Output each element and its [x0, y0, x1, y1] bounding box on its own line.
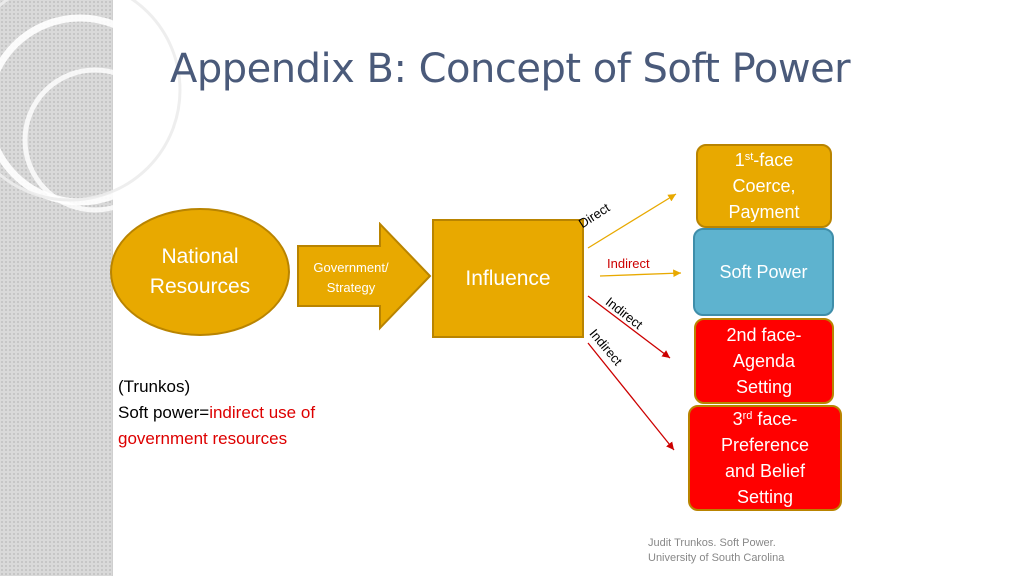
third-face-line4: Setting — [736, 487, 794, 507]
national-resources-line1: National — [161, 245, 239, 268]
first-face-node: 1st-face Coerce, Payment — [696, 144, 832, 228]
first-face-num: 1 — [734, 150, 745, 170]
indirect-third-arrow — [587, 342, 675, 451]
second-face-line2: Agenda — [732, 351, 796, 371]
decorative-rings — [0, 0, 182, 213]
first-face-line3: Payment — [728, 202, 800, 222]
third-face-line3: and Belief — [724, 461, 806, 481]
third-face-num: 3 — [732, 409, 743, 429]
third-face-rest: face- — [752, 409, 798, 429]
footer-line1: Judit Trunkos. Soft Power. — [648, 537, 776, 549]
first-face-sup: st — [744, 151, 754, 163]
government-strategy-label: Government/ Strategy — [300, 258, 402, 298]
footer-line2: University of South Carolina — [648, 552, 785, 564]
slide-title: Appendix B: Concept of Soft Power — [170, 46, 851, 92]
direct-arrow — [587, 193, 677, 249]
third-face-line2: Preference — [720, 435, 810, 455]
third-face-node: 3rd face- Preference and Belief Setting — [688, 405, 842, 511]
national-resources-node: National Resources — [110, 208, 290, 336]
soft-power-node: Soft Power — [693, 228, 834, 316]
first-face-line2: Coerce, — [732, 176, 796, 196]
note-prefix: Soft power= — [118, 403, 210, 422]
note-source: (Trunkos) — [118, 377, 191, 396]
second-face-line1: 2nd face- — [726, 325, 802, 345]
third-face-sup: rd — [742, 410, 753, 422]
influence-node: Influence — [432, 219, 584, 338]
decorative-sidebar — [0, 0, 113, 576]
definition-note: (Trunkos) Soft power=indirect use of gov… — [118, 374, 378, 452]
channel-line2: Strategy — [326, 280, 376, 295]
government-strategy-arrow — [297, 222, 432, 331]
second-face-line3: Setting — [735, 377, 793, 397]
indirect-soft-arrow — [599, 269, 682, 278]
first-face-rest: -face — [753, 150, 794, 170]
national-resources-line2: Resources — [149, 275, 251, 298]
second-face-node: 2nd face- Agenda Setting — [694, 318, 834, 404]
channel-line1: Government/ — [313, 260, 389, 275]
note-highlight: indirect use of government resources — [118, 403, 316, 448]
indirect-second-arrow — [587, 295, 671, 359]
edge-label-indirect-soft: Indirect — [607, 256, 650, 271]
footer-credit: Judit Trunkos. Soft Power. University of… — [648, 536, 784, 566]
